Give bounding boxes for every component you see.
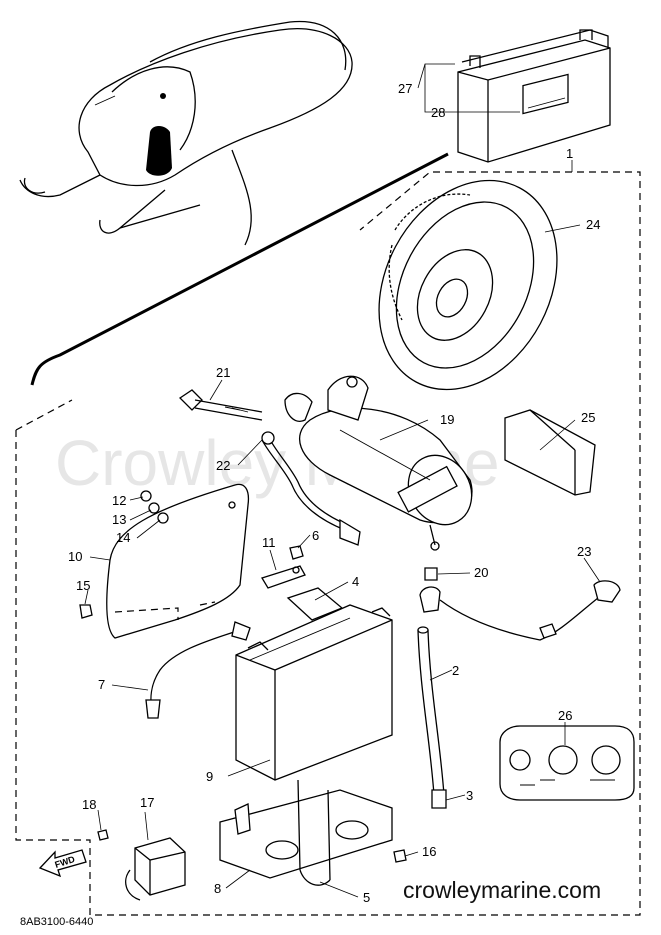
callout-14: 14 xyxy=(116,530,130,545)
callout-12: 12 xyxy=(112,493,126,508)
battery-tray xyxy=(219,779,393,886)
starter-motor xyxy=(284,375,473,551)
callout-26: 26 xyxy=(558,708,572,723)
callout-22: 22 xyxy=(216,458,230,473)
separator-line xyxy=(30,152,449,386)
bolt-21 xyxy=(178,389,263,421)
diagram-code: 8AB3100-6440 xyxy=(20,916,93,928)
callout-9: 9 xyxy=(206,769,213,784)
gauge-plate-26 xyxy=(499,725,635,801)
callout-19: 19 xyxy=(440,412,454,427)
flywheel-ring-gear xyxy=(378,179,558,391)
callout-2: 2 xyxy=(452,663,459,678)
screw-16 xyxy=(393,849,407,863)
assembly-boundary xyxy=(15,171,641,916)
assembly-boundary-left xyxy=(15,399,73,431)
callout-16: 16 xyxy=(422,844,436,859)
callout-23: 23 xyxy=(577,544,591,559)
battery-upper xyxy=(457,29,611,163)
callout-3: 3 xyxy=(466,788,473,803)
callout-10: 10 xyxy=(68,549,82,564)
snowmobile-illustration xyxy=(19,20,353,246)
screw-18 xyxy=(97,829,109,841)
callout-4: 4 xyxy=(352,574,359,589)
site-watermark: crowleymarine.com xyxy=(403,877,601,903)
fasteners-12-15 xyxy=(79,490,438,619)
callout-7: 7 xyxy=(98,677,105,692)
battery-main xyxy=(235,604,393,781)
leader-lines xyxy=(84,63,601,898)
fwd-arrow-icon: FWD xyxy=(38,849,87,878)
battery-lead-7 xyxy=(145,621,251,719)
mounting-panel xyxy=(106,483,250,639)
starter-relay xyxy=(125,837,186,901)
callout-25: 25 xyxy=(581,410,595,425)
callout-1: 1 xyxy=(566,146,573,161)
relay-bracket-11 xyxy=(261,565,306,589)
vent-hose xyxy=(417,626,447,809)
callout-21: 21 xyxy=(216,365,230,380)
callout-8: 8 xyxy=(214,881,221,896)
callout-11: 11 xyxy=(262,535,276,550)
callout-27: 27 xyxy=(398,81,412,96)
starter-lead-23 xyxy=(419,580,621,641)
cover-block xyxy=(504,409,596,496)
callout-20: 20 xyxy=(474,565,488,580)
callout-17: 17 xyxy=(140,795,154,810)
callout-13: 13 xyxy=(112,512,126,527)
callout-24: 24 xyxy=(586,217,600,232)
starter-cable xyxy=(261,431,361,546)
callout-15: 15 xyxy=(76,578,90,593)
callout-6: 6 xyxy=(312,528,319,543)
callout-28: 28 xyxy=(431,105,445,120)
callout-18: 18 xyxy=(82,797,96,812)
callout-5: 5 xyxy=(363,890,370,905)
